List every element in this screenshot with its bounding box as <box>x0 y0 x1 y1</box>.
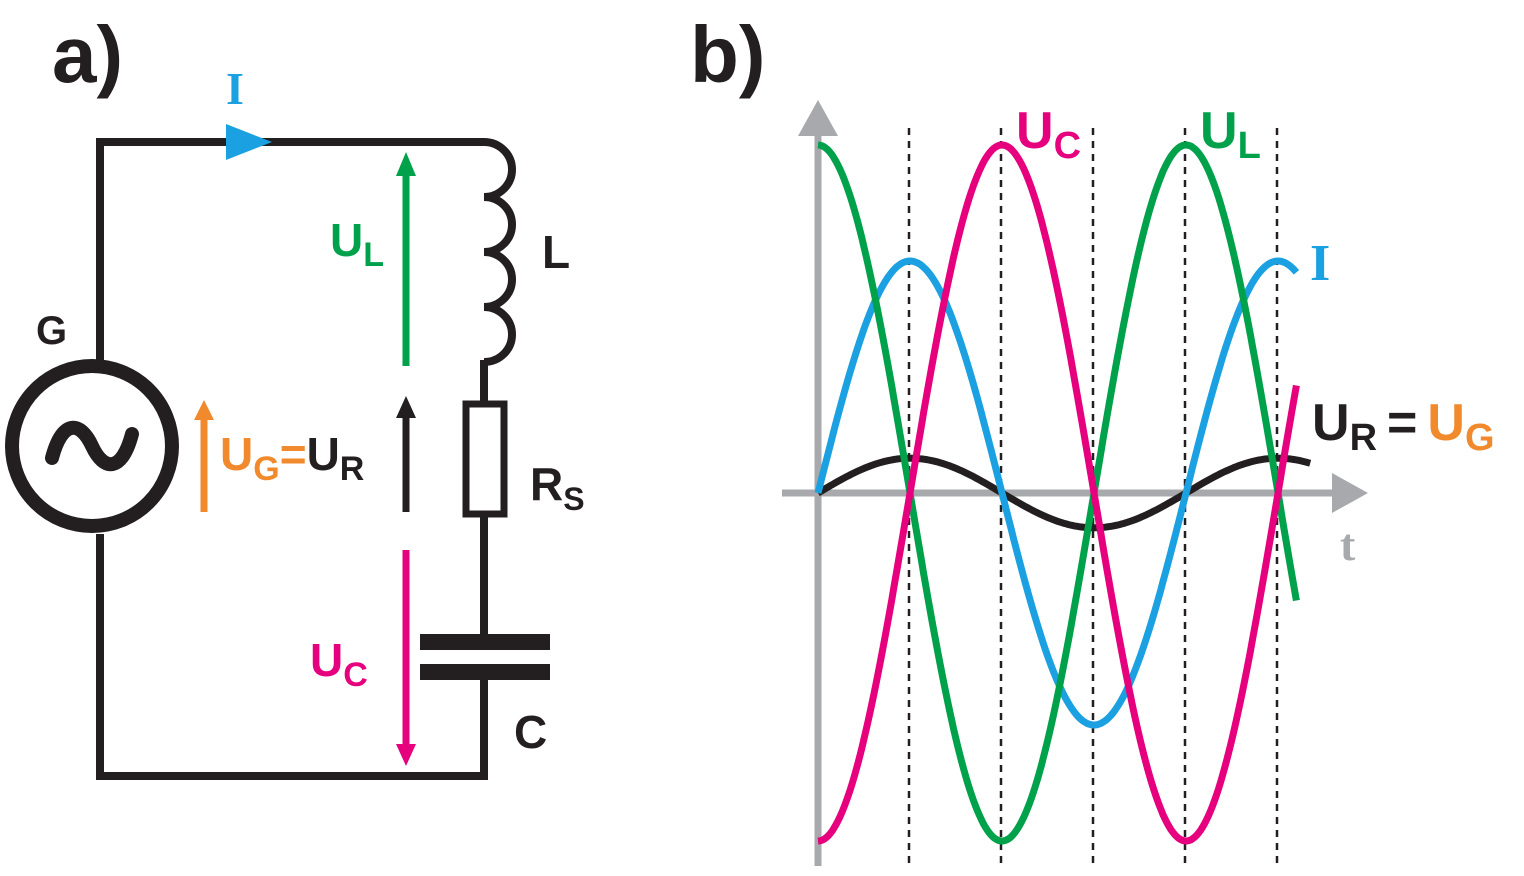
x-axis-arrow-icon <box>1332 473 1368 513</box>
resistor-icon <box>462 400 508 518</box>
series-ul-line <box>817 141 1300 845</box>
uc-arrow-icon <box>396 550 416 766</box>
capacitor-icon <box>420 634 550 680</box>
generator-tilde-icon <box>45 421 139 471</box>
series-uc-label: UC <box>1016 102 1081 167</box>
series-ur-line <box>816 454 1312 532</box>
series-i-label: I <box>1310 235 1330 292</box>
ul-label: UL <box>330 214 384 274</box>
panel-b-label: b) <box>690 10 766 99</box>
current-label: I <box>226 63 244 114</box>
resistor-label: RS <box>530 458 585 517</box>
x-axis-label: t <box>1340 519 1356 570</box>
circuit-wires <box>96 138 488 780</box>
series-ur-ug-label: UR=UG <box>1312 394 1495 459</box>
current-arrow-icon <box>226 124 272 160</box>
series-uc-line <box>817 141 1300 845</box>
generator-label: G <box>36 309 67 353</box>
panel-a-label: a) <box>52 10 123 99</box>
ug-equals-ur-label: UG=UR <box>220 428 364 488</box>
uc-label: UC <box>310 634 368 694</box>
ul-arrow-icon <box>396 152 416 366</box>
ug-arrow-icon <box>194 400 214 512</box>
generator-icon <box>5 359 179 533</box>
inductor-label: L <box>542 226 570 278</box>
y-axis-arrow-icon <box>798 100 838 136</box>
ur-arrow-icon <box>396 396 416 512</box>
chart-axes <box>782 100 1368 866</box>
capacitor-label: C <box>514 706 547 758</box>
inductor-icon <box>483 138 516 366</box>
series-ul-label: UL <box>1200 102 1261 167</box>
